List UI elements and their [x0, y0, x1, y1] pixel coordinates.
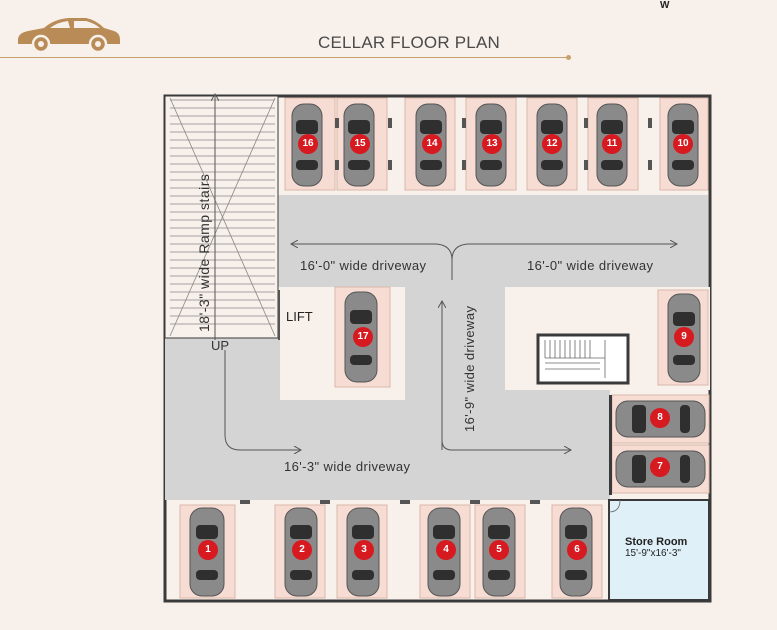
driveway-label-bottom: 16'-3" wide driveway: [284, 459, 411, 474]
compass-west-label: W: [660, 0, 670, 11]
lift-label: LIFT: [286, 309, 313, 324]
bay-number-9: 9: [681, 331, 687, 342]
ramp-up-label: UP: [211, 338, 230, 353]
store-room: [608, 499, 710, 601]
car-logo-icon: [18, 18, 120, 54]
bay-number-2: 2: [299, 544, 305, 555]
page-title: CELLAR FLOOR PLAN: [318, 33, 500, 52]
bay-number-4: 4: [443, 544, 449, 555]
title-underline: [0, 57, 570, 58]
driveway-label-top-left: 16'-0" wide driveway: [300, 258, 427, 273]
bay-number-12: 12: [546, 138, 558, 149]
bay-number-7: 7: [657, 461, 663, 472]
stairs: [544, 340, 606, 378]
bay-number-14: 14: [426, 138, 438, 149]
bay-number-11: 11: [606, 138, 618, 149]
bay-number-5: 5: [496, 544, 502, 555]
driveway-label-top-right: 16'-0" wide driveway: [527, 258, 654, 273]
ramp-box: [164, 95, 279, 339]
bay-badges: [198, 134, 694, 560]
store-room-size: 15'-9"x16'-3": [625, 548, 681, 559]
ramp-steps: [169, 97, 276, 337]
store-room-label: Store Room: [625, 536, 688, 548]
title-underline-dot: [566, 55, 571, 60]
bay-number-17: 17: [357, 331, 369, 342]
driveway-right-lower: [505, 390, 610, 500]
bay-number-16: 16: [302, 138, 314, 149]
bay-number-6: 6: [574, 544, 580, 555]
bay-number-8: 8: [657, 412, 663, 423]
bay-number-1: 1: [205, 544, 211, 555]
ramp-label: 18'-3" wide Ramp stairs: [196, 173, 212, 332]
bay-number-10: 10: [677, 138, 689, 149]
driveway-label-vertical: 16'-9" wide driveway: [462, 305, 477, 432]
driveway-arrows: [224, 244, 676, 450]
bay-number-15: 15: [354, 138, 366, 149]
bay-number-3: 3: [361, 544, 367, 555]
bay-number-13: 13: [486, 138, 498, 149]
stairwell: [536, 333, 630, 385]
